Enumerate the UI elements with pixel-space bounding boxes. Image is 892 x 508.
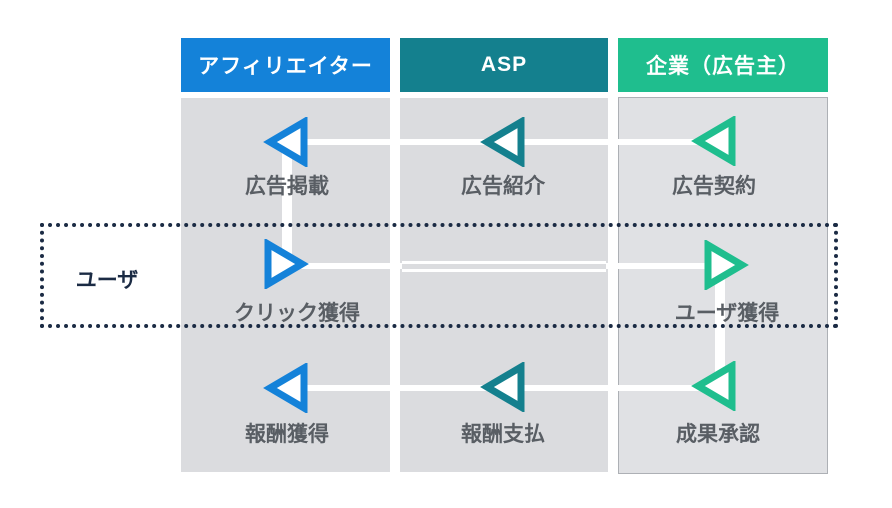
advertiser-column-panel xyxy=(618,97,828,474)
user-lane-label: ユーザ xyxy=(75,269,139,292)
row2-flow-line-left xyxy=(300,263,402,269)
ad-posting-arrow-icon xyxy=(263,117,308,167)
step-label-click-acquisition: クリック獲得 xyxy=(234,302,360,325)
row2-flow-line-right xyxy=(606,263,726,269)
user-lane-border xyxy=(40,223,838,328)
asp-column-header: ASP xyxy=(400,38,608,92)
affiliate-column-header: アフィリエイター xyxy=(181,38,390,92)
step-label-reward-payment: 報酬支払 xyxy=(461,423,545,446)
step-label-result-approval: 成果承認 xyxy=(676,423,760,446)
row2-flow-line-through-asp xyxy=(402,261,606,272)
asp-column-panel xyxy=(400,98,608,472)
click-acquisition-arrow-icon xyxy=(264,239,309,289)
step-label-reward-receipt: 報酬獲得 xyxy=(245,423,329,446)
advertiser-column-header: 企業（広告主） xyxy=(618,38,828,92)
user-acquisition-arrow-icon xyxy=(704,240,749,290)
reward-payment-arrow-icon xyxy=(480,362,525,412)
reward-receipt-arrow-icon xyxy=(263,363,308,413)
ad-contract-arrow-icon xyxy=(691,116,736,166)
step-label-user-acquisition: ユーザ獲得 xyxy=(674,302,780,325)
step-label-ad-posting: 広告掲載 xyxy=(245,175,329,198)
result-approval-arrow-icon xyxy=(691,361,736,411)
affiliate-vertical-connector xyxy=(282,142,292,263)
step-label-ad-introduction: 広告紹介 xyxy=(461,175,545,198)
ad-introduction-arrow-icon xyxy=(480,117,525,167)
step-label-ad-contract: 広告契約 xyxy=(672,175,756,198)
